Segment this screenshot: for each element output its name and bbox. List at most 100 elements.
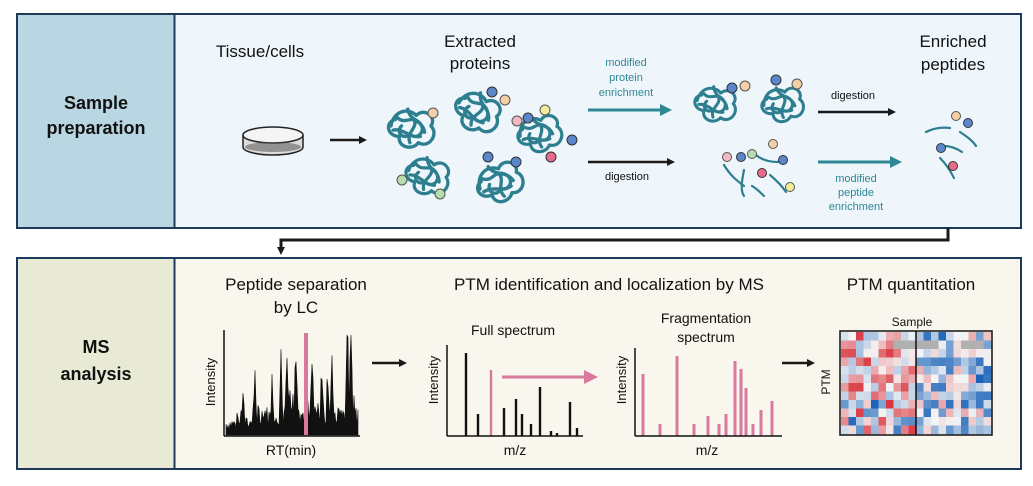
- heatmap-cell: [923, 357, 932, 367]
- mod-pink-icon: [511, 115, 523, 127]
- heatmap-cell: [863, 374, 872, 384]
- heatmap-cell: [961, 408, 969, 418]
- heatmap-cell: [968, 357, 977, 367]
- mod-green-icon: [434, 188, 446, 200]
- heatmap-cell: [968, 391, 977, 401]
- heatmap-cell: [923, 340, 932, 350]
- mod-blue-icon: [770, 74, 782, 86]
- heatmap-cell: [983, 340, 992, 350]
- heatmap-cell: [916, 417, 924, 426]
- heatmap-cell: [976, 400, 984, 409]
- heatmap-cell: [931, 383, 939, 392]
- full-spectrum-bars: [464, 353, 579, 436]
- mod-pink-icon: [757, 168, 767, 178]
- mod-blue-icon: [778, 155, 788, 165]
- lc-title-2: by LC: [274, 298, 318, 317]
- heatmap-cell: [848, 349, 857, 358]
- heatmap-cell: [841, 349, 849, 358]
- mod-peach-icon: [499, 94, 511, 106]
- heatmap-cell: [841, 383, 849, 392]
- heatmap-cell: [953, 374, 962, 384]
- frag-peak: [717, 424, 721, 436]
- heatmap-cell: [953, 349, 962, 358]
- heatmap-cell: [908, 366, 917, 375]
- mod-protein-label-3: enrichment: [599, 87, 653, 99]
- heatmap-cell: [856, 349, 864, 358]
- lc-trace: [225, 334, 359, 436]
- heatmap-cell: [946, 408, 954, 418]
- mod-peptide-label-2: peptide: [838, 187, 874, 199]
- heatmap-cell: [878, 332, 887, 341]
- heatmap-cell: [968, 400, 977, 409]
- frag-peak: [770, 401, 774, 436]
- heatmap-cell: [938, 374, 947, 384]
- heatmap-cell: [886, 366, 894, 375]
- heatmap-cell: [863, 400, 872, 409]
- heatmap-cell: [968, 417, 977, 426]
- mod-green-icon: [747, 149, 757, 159]
- heatmap-cell: [886, 357, 894, 367]
- heatmap-cell: [878, 425, 887, 435]
- spectrum-peak: [502, 408, 506, 436]
- sample-prep-label-2: preparation: [46, 118, 145, 138]
- heatmap-cell: [983, 374, 992, 384]
- heatmap-cell: [953, 383, 962, 392]
- spectrum-peak: [476, 414, 480, 436]
- mod-pink-icon: [948, 161, 958, 171]
- heatmap-cell: [931, 366, 939, 375]
- heatmap-cell: [848, 408, 857, 418]
- heatmap-cell: [893, 340, 902, 350]
- heatmap-cell: [878, 417, 887, 426]
- heatmap-cell: [983, 425, 992, 435]
- full-xlabel: m/z: [504, 442, 527, 458]
- heatmap-cell: [968, 383, 977, 392]
- frag-peak: [706, 416, 710, 436]
- heatmap-cell: [961, 332, 969, 341]
- heatmap-cell: [886, 374, 894, 384]
- heatmap-cell: [983, 357, 992, 367]
- heatmap-cell: [968, 366, 977, 375]
- heatmap-cell: [863, 366, 872, 375]
- heatmap-cell: [961, 349, 969, 358]
- full-spectrum-title: Full spectrum: [471, 322, 555, 338]
- frag-ylabel: Intensity: [614, 355, 629, 404]
- heatmap-cell: [908, 374, 917, 384]
- heatmap-cell: [901, 366, 909, 375]
- heatmap-cell: [946, 340, 954, 350]
- heatmap-cell: [856, 374, 864, 384]
- heatmap-cell: [908, 391, 917, 401]
- heatmap-cell: [938, 357, 947, 367]
- heatmap-cell: [968, 349, 977, 358]
- heatmap-cell: [961, 340, 969, 350]
- frag-peak: [739, 369, 743, 436]
- heatmap-cell: [946, 374, 954, 384]
- frag-peak: [733, 361, 737, 436]
- heatmap-cell: [886, 417, 894, 426]
- ms-label-1: MS: [83, 337, 110, 357]
- spectrum-peak: [568, 402, 572, 436]
- heatmap-cell: [841, 408, 849, 418]
- heatmap-cell: [946, 391, 954, 401]
- heatmap-cell: [848, 383, 857, 392]
- heatmap-cell: [878, 357, 887, 367]
- heatmap-cell: [901, 349, 909, 358]
- mod-peach-icon: [427, 107, 439, 119]
- heatmap: [841, 332, 992, 435]
- heatmap-cell: [856, 425, 864, 435]
- heatmap-cell: [976, 383, 984, 392]
- heatmap-cell: [863, 340, 872, 350]
- heatmap-cell: [976, 332, 984, 341]
- heatmap-cell: [938, 391, 947, 401]
- heatmap-cell: [983, 349, 992, 358]
- heatmap-cell: [946, 400, 954, 409]
- heatmap-cell: [923, 425, 932, 435]
- ptm-id-title: PTM identification and localization by M…: [454, 275, 764, 294]
- heatmap-cell: [848, 374, 857, 384]
- extracted-proteins-group: [386, 84, 578, 211]
- heatmap-cell: [856, 332, 864, 341]
- digestion-bottom-label: digestion: [605, 171, 649, 183]
- mod-peach-icon: [768, 139, 778, 149]
- frag-peak: [641, 374, 645, 436]
- enriched-label-1: Enriched: [919, 32, 986, 51]
- heatmap-cell: [946, 357, 954, 367]
